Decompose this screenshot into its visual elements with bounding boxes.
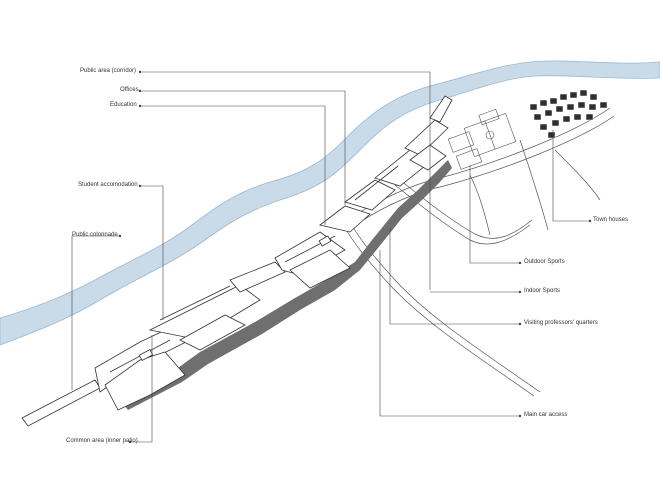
label-main-car-access: Main car access — [524, 412, 568, 418]
leader-public-colonnade — [71, 235, 120, 390]
site-road-loop — [354, 107, 611, 216]
outdoor-sports-fields — [447, 108, 517, 170]
main-building-spine — [21, 95, 453, 427]
leader-public-area — [140, 71, 431, 290]
leader-dots — [118, 70, 592, 444]
label-public-colonnade: Public colonnade — [72, 232, 118, 238]
roads — [343, 107, 615, 397]
leader-lines — [71, 71, 590, 443]
main-car-access-road — [349, 221, 541, 393]
label-offices: Offices — [120, 87, 139, 93]
leader-main-car-access — [379, 250, 520, 417]
town-houses — [529, 89, 608, 139]
leader-education — [140, 105, 326, 225]
label-public-area: Public area (corridor) — [80, 68, 137, 74]
label-town-houses: Town houses — [593, 217, 629, 223]
river — [0, 60, 660, 346]
leader-student-accommodation — [140, 185, 164, 320]
label-common-area: Common area (inner patio) — [66, 438, 138, 444]
leader-common-area — [130, 335, 153, 443]
leader-outdoor-sports — [469, 165, 520, 264]
label-visiting-professors: Visiting professors' quarters — [524, 320, 598, 326]
label-indoor-sports: Indoor Sports — [524, 288, 561, 294]
leader-town-houses — [552, 130, 590, 222]
label-outdoor-sports: Outdoor Sports — [524, 259, 565, 265]
label-education: Education — [110, 102, 137, 108]
label-student-accommodation: Student accomodation — [78, 182, 138, 188]
leader-visiting-professors — [389, 228, 520, 325]
leader-offices — [140, 90, 346, 205]
